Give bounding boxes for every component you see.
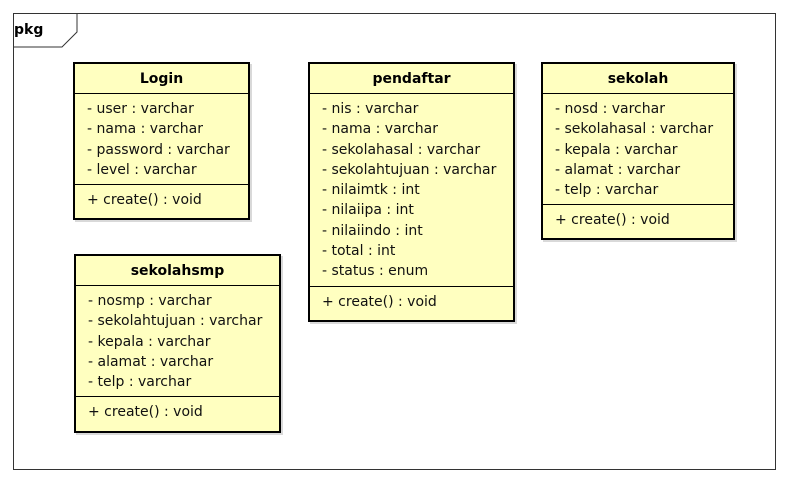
attribute: - status : enum — [322, 263, 429, 280]
attribute: - kepala : varchar — [555, 141, 678, 158]
class-name: sekolahsmp — [76, 256, 279, 286]
attribute: - telp : varchar — [88, 374, 192, 391]
attribute: - sekolahtujuan : varchar — [322, 161, 497, 178]
attribute: - nama : varchar — [87, 121, 204, 138]
attribute: - alamat : varchar — [555, 161, 681, 178]
operation-compartment: + create() : void — [310, 287, 513, 316]
attribute: - level : varchar — [87, 161, 197, 178]
attribute: - sekolahasal : varchar — [322, 141, 481, 158]
attribute-compartment: - nosmp : varchar - sekolahtujuan : varc… — [76, 286, 279, 398]
attribute: - alamat : varchar — [88, 353, 214, 370]
attribute: - sekolahasal : varchar — [555, 121, 714, 138]
attribute: - user : varchar — [87, 101, 194, 117]
class-login[interactable]: Login - user : varchar - nama : varchar … — [73, 62, 250, 220]
package-frame — [13, 13, 776, 470]
operation: + create() : void — [322, 293, 437, 310]
class-pendaftar[interactable]: pendaftar - nis : varchar - nama : varch… — [308, 62, 515, 322]
attribute: - kepala : varchar — [88, 333, 211, 350]
attribute: - sekolahtujuan : varchar — [88, 313, 263, 330]
package-label: pkg — [14, 22, 44, 38]
operation-compartment: + create() : void — [76, 397, 279, 426]
operation-compartment: + create() : void — [543, 205, 733, 234]
class-name: sekolah — [543, 64, 733, 94]
operation: + create() : void — [88, 404, 203, 421]
attribute: - nosd : varchar — [555, 101, 665, 117]
operation-compartment: + create() : void — [75, 185, 248, 214]
class-name: pendaftar — [310, 64, 513, 94]
attribute: - nilaimtk : int — [322, 182, 420, 199]
attribute: - nama : varchar — [322, 121, 439, 138]
attribute: - total : int — [322, 243, 396, 260]
attribute: - nilaiipa : int — [322, 202, 414, 219]
attribute: - nosmp : varchar — [88, 293, 212, 309]
attribute-compartment: - user : varchar - nama : varchar - pass… — [75, 94, 248, 186]
attribute: - nilaiindo : int — [322, 222, 423, 239]
attribute: - password : varchar — [87, 141, 230, 158]
attribute-compartment: - nis : varchar - nama : varchar - sekol… — [310, 94, 513, 287]
attribute: - nis : varchar — [322, 101, 419, 117]
class-sekolahsmp[interactable]: sekolahsmp - nosmp : varchar - sekolahtu… — [74, 254, 281, 433]
class-name: Login — [75, 64, 248, 94]
package-tab — [14, 14, 78, 48]
operation: + create() : void — [87, 192, 202, 209]
operation: + create() : void — [555, 212, 670, 229]
attribute: - telp : varchar — [555, 182, 659, 199]
attribute-compartment: - nosd : varchar - sekolahasal : varchar… — [543, 94, 733, 206]
class-sekolah[interactable]: sekolah - nosd : varchar - sekolahasal :… — [541, 62, 735, 240]
